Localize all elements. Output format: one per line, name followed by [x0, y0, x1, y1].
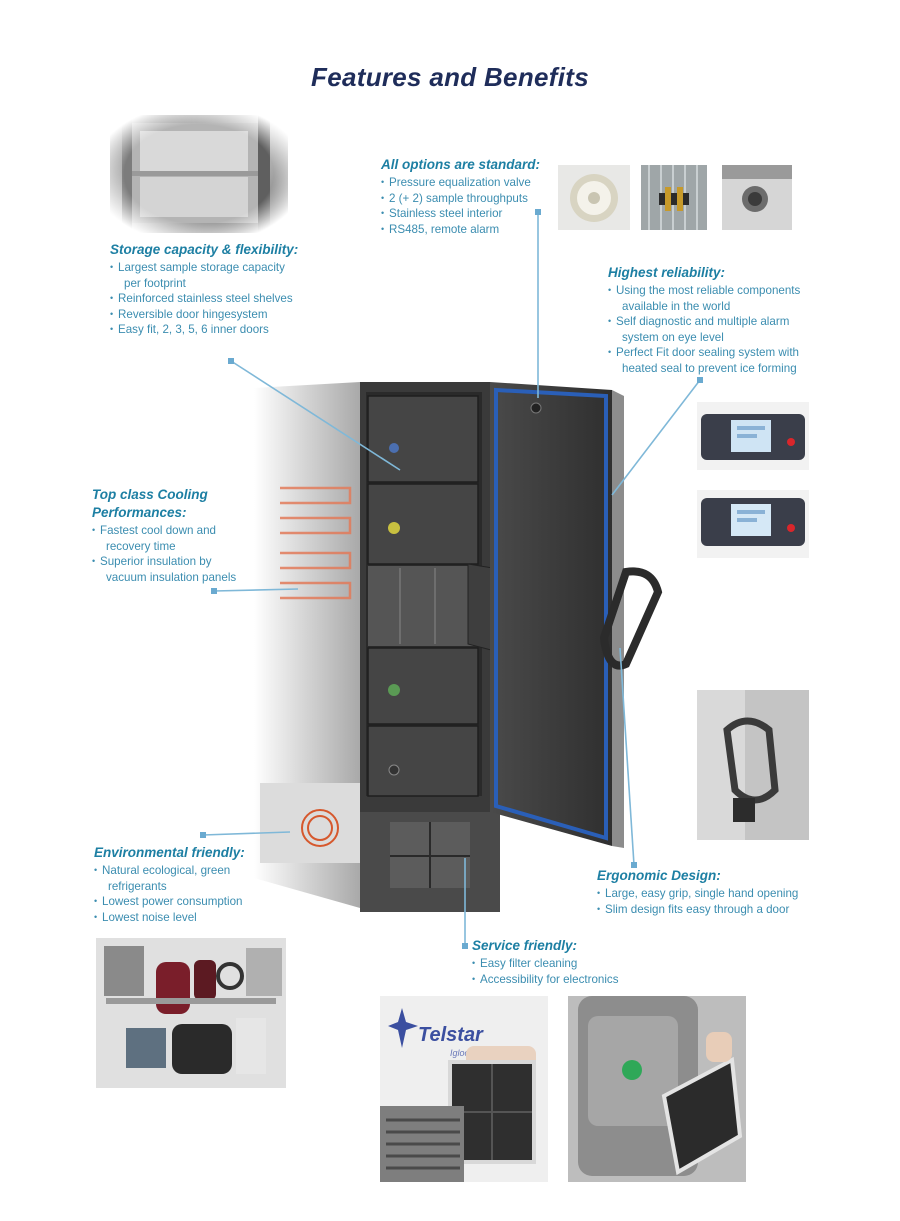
port-photo: [722, 165, 792, 230]
freezer-illustration: [240, 378, 680, 918]
environment-feature-block: Environmental friendly: Natural ecologic…: [94, 845, 294, 925]
list-item: available in the world: [622, 299, 731, 313]
handle-photo: [697, 690, 809, 840]
list-item: Reinforced stainless steel shelves: [110, 291, 340, 307]
filter-photo-logo: Telstar Igloo: [380, 996, 548, 1182]
service-heading: Service friendly:: [472, 938, 578, 953]
options-heading: All options are standard:: [381, 157, 541, 172]
reliability-feature-block: Highest reliability: Using the most reli…: [608, 265, 848, 377]
list-item: Accessibility for electronics: [472, 972, 692, 988]
list-item: Stainless steel interior: [381, 206, 571, 222]
cooling-heading-line1: Top class Cooling: [92, 487, 208, 502]
storage-feature-block: Storage capacity & flexibility: Largest …: [110, 242, 340, 338]
ergonomic-heading: Ergonomic Design:: [597, 868, 721, 883]
list-item: Superior insulation by: [92, 554, 272, 570]
list-item: Fastest cool down and: [92, 523, 272, 539]
list-item: Slim design fits easy through a door: [597, 902, 857, 918]
list-item: Largest sample storage capacity: [110, 260, 340, 276]
logo-brand: Telstar: [418, 1024, 483, 1046]
list-item: 2 (+ 2) sample throughputs: [381, 191, 571, 207]
list-item: Large, easy grip, single hand opening: [597, 886, 857, 902]
list-item: per footprint: [124, 276, 186, 290]
list-item: Lowest noise level: [94, 910, 294, 926]
storage-heading: Storage capacity & flexibility:: [110, 242, 299, 257]
list-item: vacuum insulation panels: [106, 570, 237, 584]
list-item: Natural ecological, green: [94, 863, 294, 879]
refrigeration-unit-photo: [96, 938, 286, 1088]
list-item: Using the most reliable components: [608, 283, 848, 299]
list-item: Lowest power consumption: [94, 894, 294, 910]
list-item: Easy filter cleaning: [472, 956, 692, 972]
list-item: RS485, remote alarm: [381, 222, 571, 238]
list-item: recovery time: [106, 539, 176, 553]
logo-sub: Igloo: [450, 1048, 470, 1058]
environment-heading: Environmental friendly:: [94, 845, 245, 860]
reliability-heading: Highest reliability:: [608, 265, 726, 280]
service-feature-block: Service friendly: Easy filter cleaning A…: [472, 938, 692, 987]
valve-photo: [558, 165, 630, 230]
filter-photo-door: [568, 996, 746, 1182]
list-item: Self diagnostic and multiple alarm: [608, 314, 848, 330]
options-feature-block: All options are standard: Pressure equal…: [381, 157, 571, 237]
cooling-heading-line2: Performances:: [92, 505, 187, 520]
telstar-logo: Telstar Igloo: [388, 1008, 508, 1064]
cooling-feature-block: Top class Cooling Performances: Fastest …: [92, 487, 272, 585]
list-item: Reversible door hingesystem: [110, 307, 340, 323]
list-item: Easy fit, 2, 3, 5, 6 inner doors: [110, 322, 340, 338]
list-item: Perfect Fit door sealing system with: [608, 345, 848, 361]
list-item: heated seal to prevent ice forming: [622, 361, 797, 375]
throughput-photo: [641, 165, 707, 230]
list-item: system on eye level: [622, 330, 724, 344]
list-item: refrigerants: [108, 879, 167, 893]
list-item: Pressure equalization valve: [381, 175, 571, 191]
ergonomic-feature-block: Ergonomic Design: Large, easy grip, sing…: [597, 868, 857, 917]
control-panel-photo-1: [697, 402, 809, 470]
control-panel-photo-2: [697, 490, 809, 558]
interior-photo: [110, 115, 288, 233]
logo-mark-icon: [388, 1008, 418, 1048]
page-title: Features and Benefits: [311, 62, 589, 92]
